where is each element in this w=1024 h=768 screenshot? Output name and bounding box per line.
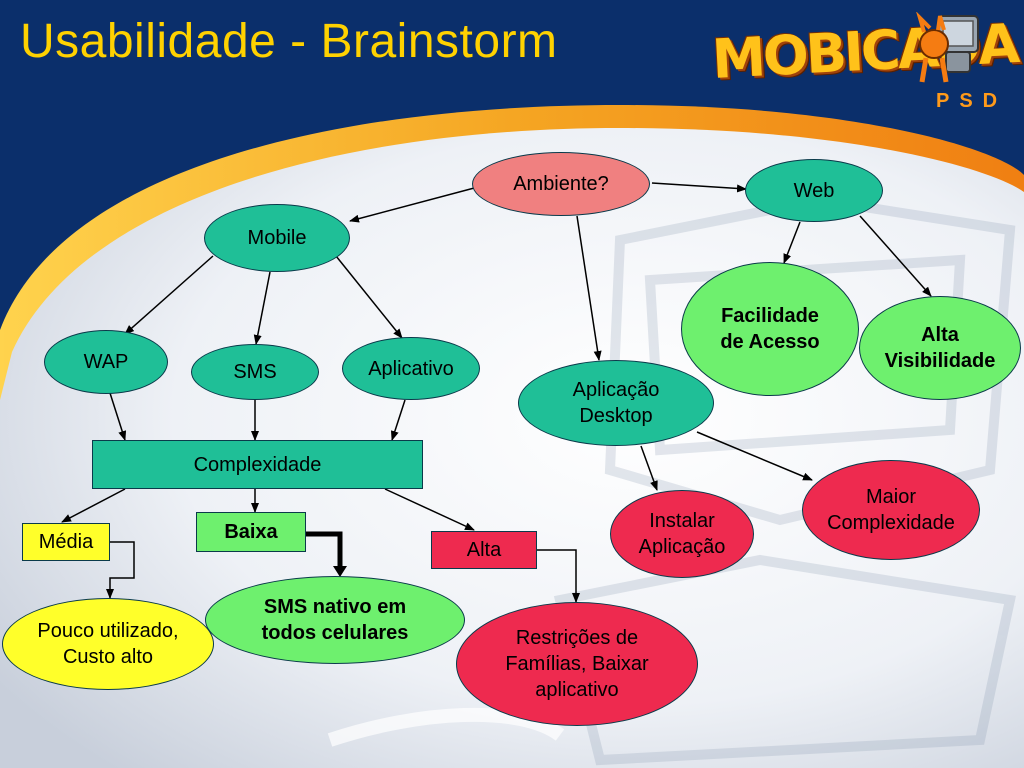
node-web[interactable]: Web xyxy=(745,159,883,222)
node-sms-nativo[interactable]: SMS nativo em todos celulares xyxy=(205,576,465,664)
logo-subtitle: PSD xyxy=(936,90,1008,112)
node-aplicativo[interactable]: Aplicativo xyxy=(342,337,480,400)
node-alta-visibilidade[interactable]: Alta Visibilidade xyxy=(859,296,1021,400)
node-maior-complexidade[interactable]: Maior Complexidade xyxy=(802,460,980,560)
node-instalar-aplicacao[interactable]: Instalar Aplicação xyxy=(610,490,754,578)
node-mobile[interactable]: Mobile xyxy=(204,204,350,272)
node-restricoes[interactable]: Restrições de Famílias, Baixar aplicativ… xyxy=(456,602,698,726)
mobicada-logo: MOBICADA PSD xyxy=(708,6,1018,116)
node-wap[interactable]: WAP xyxy=(44,330,168,394)
node-media[interactable]: Média xyxy=(22,523,110,561)
node-baixa[interactable]: Baixa xyxy=(196,512,306,552)
slide-title: Usabilidade - Brainstorm xyxy=(20,15,558,68)
node-ambiente[interactable]: Ambiente? xyxy=(472,152,650,216)
node-aplicacao-desktop[interactable]: Aplicação Desktop xyxy=(518,360,714,446)
node-complexidade[interactable]: Complexidade xyxy=(92,440,423,489)
node-sms[interactable]: SMS xyxy=(191,344,319,400)
node-pouco-utilizado[interactable]: Pouco utilizado, Custo alto xyxy=(2,598,214,690)
node-facilidade-de-acesso[interactable]: Facilidade de Acesso xyxy=(681,262,859,396)
node-alta[interactable]: Alta xyxy=(431,531,537,569)
mascot-icon xyxy=(916,12,979,83)
